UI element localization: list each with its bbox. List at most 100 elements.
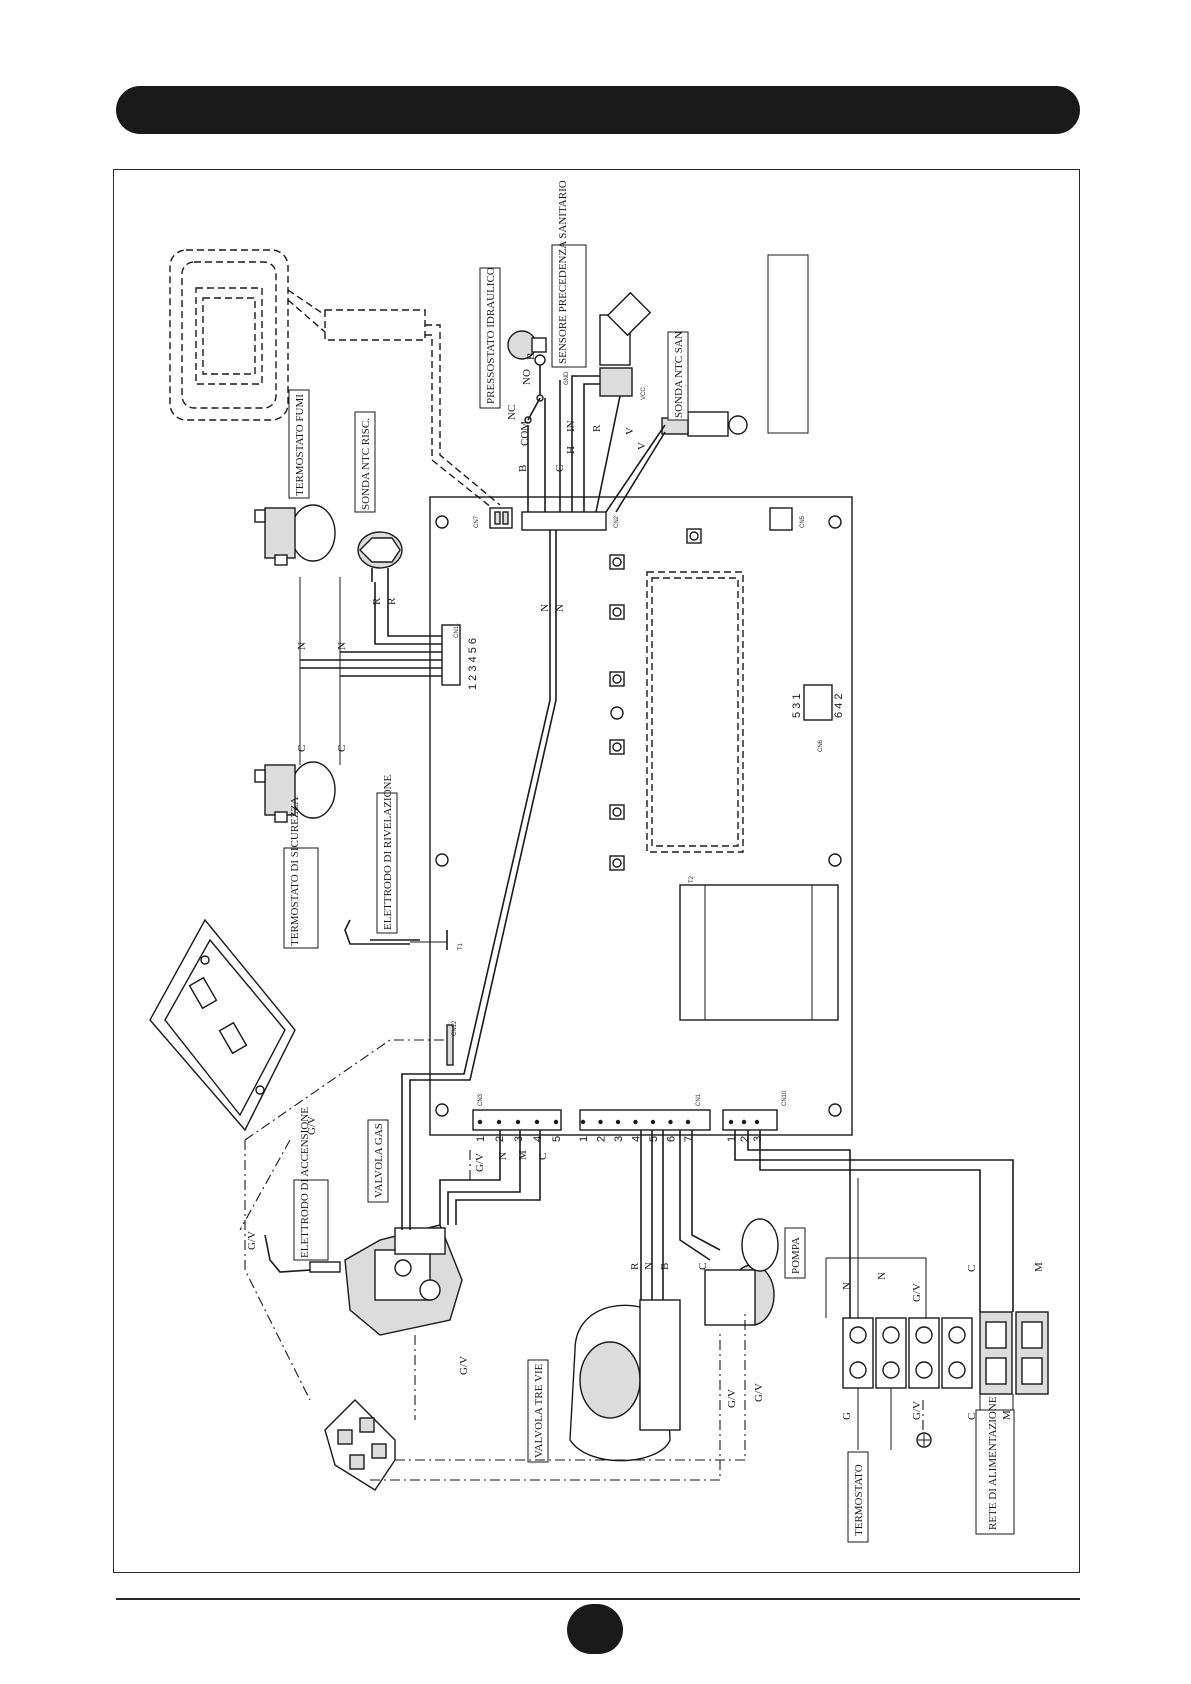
board-buttons (609, 528, 702, 871)
label-elettrodo-accensione: ELETTRODO DI ACCENSIONE (299, 1107, 311, 1258)
wire-r-4: R (629, 1262, 641, 1270)
cn3-pin-3: 3 (513, 1136, 525, 1142)
wire-n-7: N (841, 1282, 853, 1290)
cn1-pin-dot-1 (580, 1119, 586, 1125)
control-board (429, 496, 853, 1136)
cn1-pin-2: 2 (596, 1136, 608, 1142)
wire-gnd: GND (564, 371, 570, 385)
connector-cn5 (769, 507, 793, 531)
cn10-pin-3: 3 (752, 1136, 764, 1142)
cn3-pin-dot-3 (515, 1119, 521, 1125)
cn10-pin-dot-1 (728, 1119, 734, 1125)
cn6-pins-top: 5 3 1 (791, 694, 803, 718)
wire-h: H (565, 446, 577, 454)
label-pompa: POMPA (790, 1237, 802, 1274)
diagram-frame (113, 169, 1080, 1573)
cn1-pin-dot-6 (668, 1119, 673, 1125)
cn1-pin-dot-2 (598, 1119, 603, 1125)
wire-v-1: V (624, 427, 636, 435)
wire-letters: N N C C R R N N B C H IN R V V B NC NO C… (246, 353, 1045, 1420)
wire-n-1: N (296, 642, 308, 650)
wire-c-5: C (697, 1263, 709, 1270)
cn1-pin-1: 1 (578, 1136, 590, 1142)
earth-terminal-block (324, 1399, 396, 1491)
wire-nc: NC (506, 405, 518, 420)
cn3-pin-4: 4 (532, 1136, 544, 1142)
label-valvola-gas: VALVOLA GAS (373, 1123, 385, 1198)
cn10-pin-2: 2 (739, 1136, 751, 1142)
wire-b-2: B (525, 353, 537, 360)
label-termostato-sicurezza: TERMOSTATO DI SICUREZZA (289, 797, 301, 946)
wire-c-2: C (336, 745, 348, 752)
cn6-pins-bottom: 6 4 2 (833, 694, 845, 718)
label-cn12: CN12 (452, 1020, 458, 1036)
connector-cn7 (489, 507, 513, 529)
termostato-label-box (847, 1451, 869, 1543)
connector-cn3 (472, 1109, 562, 1131)
label-cn6: CN6 (818, 739, 824, 752)
wire-n-4: N (554, 604, 566, 612)
wire-gv-8: G/V (911, 1401, 923, 1420)
cn1-pin-dot-7 (685, 1119, 691, 1125)
cn11-pins: 1 2 3 4 5 6 (467, 638, 479, 690)
termostato-fumi: TERMOSTATO FUMI (254, 389, 336, 566)
label-cn11: CN11 (454, 622, 460, 638)
pressostato-idraulico: PRESSOSTATO IDRAULICO (479, 267, 547, 424)
label-cn2: CN2 (614, 515, 620, 528)
wire-gv-7: G/V (911, 1283, 923, 1302)
wire-c-1: C (296, 745, 308, 752)
wire-m-1: M (517, 1150, 529, 1160)
valvola-gas: VALVOLA GAS (344, 1119, 463, 1336)
connector-cn12 (446, 1024, 454, 1066)
wire-gv-4: G/V (458, 1356, 470, 1375)
pompa: POMPA (704, 1218, 806, 1326)
label-termostato-fumi: TERMOSTATO FUMI (294, 394, 306, 496)
label-sonda-ntc-san: SONDA NTC SAN (673, 331, 685, 418)
wire-b-1: B (517, 465, 529, 472)
cn10-pin-1: 1 (726, 1136, 738, 1142)
cn1-pin-5: 5 (648, 1136, 660, 1142)
connector-cn11 (441, 624, 461, 686)
cn3-pin-dot-4 (534, 1119, 540, 1125)
valvola-tre-vie: VALVOLA TRE VIE (527, 1299, 681, 1463)
label-cn3: CN3 (478, 1093, 484, 1106)
wire-r-2: R (386, 597, 398, 605)
remote-control (169, 249, 501, 509)
label-cn5: CN5 (800, 515, 806, 528)
label-sonda-ntc-risc: SONDA NTC RISC. (360, 418, 372, 510)
wire-gv-2: G/V (306, 1116, 318, 1135)
wire-n-5: N (497, 1152, 509, 1160)
wire-m-3: M (1001, 1410, 1013, 1420)
connector-cn2 (521, 511, 607, 531)
cn3-pin-1: 1 (475, 1136, 487, 1142)
wire-b-3: B (659, 1263, 671, 1270)
connector-cn6 (803, 684, 833, 721)
wire-gv-3: G/V (246, 1231, 258, 1250)
wire-vcc: VCC (641, 387, 647, 400)
label-sensore-precedenza: SENSORE PRECEDENZA SANITARIO (557, 180, 569, 364)
label-t2: T2 (689, 875, 695, 883)
cn1-pin-7: 7 (683, 1136, 695, 1142)
transformer-t2 (679, 884, 839, 1021)
connector-cn10 (722, 1109, 778, 1131)
footer-line (116, 1598, 1080, 1600)
wire-n-6: N (643, 1262, 655, 1270)
wire-n-3: N (539, 604, 551, 612)
label-cn7: CN7 (474, 515, 480, 528)
wire-gv-1: G/V (474, 1153, 486, 1172)
cn3-pin-dot-2 (496, 1119, 502, 1125)
cn3-pin-dot-1 (477, 1119, 483, 1125)
cn10-pin-dot-3 (754, 1119, 760, 1125)
label-cn1: CN1 (696, 1093, 702, 1106)
wire-in: IN (565, 420, 577, 432)
rete-label-box (975, 1409, 1015, 1535)
wire-c-6: C (966, 1265, 978, 1272)
termostato-sicurezza: TERMOSTATO DI SICUREZZA (254, 761, 336, 949)
elettrodo-accensione: ELETTRODO DI ACCENSIONE (264, 1107, 341, 1273)
wire-r-3: R (591, 424, 603, 432)
label-t1: T1 (458, 942, 464, 950)
wire-gv-5: G/V (726, 1389, 738, 1408)
wires (239, 375, 1014, 1481)
wire-c-7: C (966, 1413, 978, 1420)
